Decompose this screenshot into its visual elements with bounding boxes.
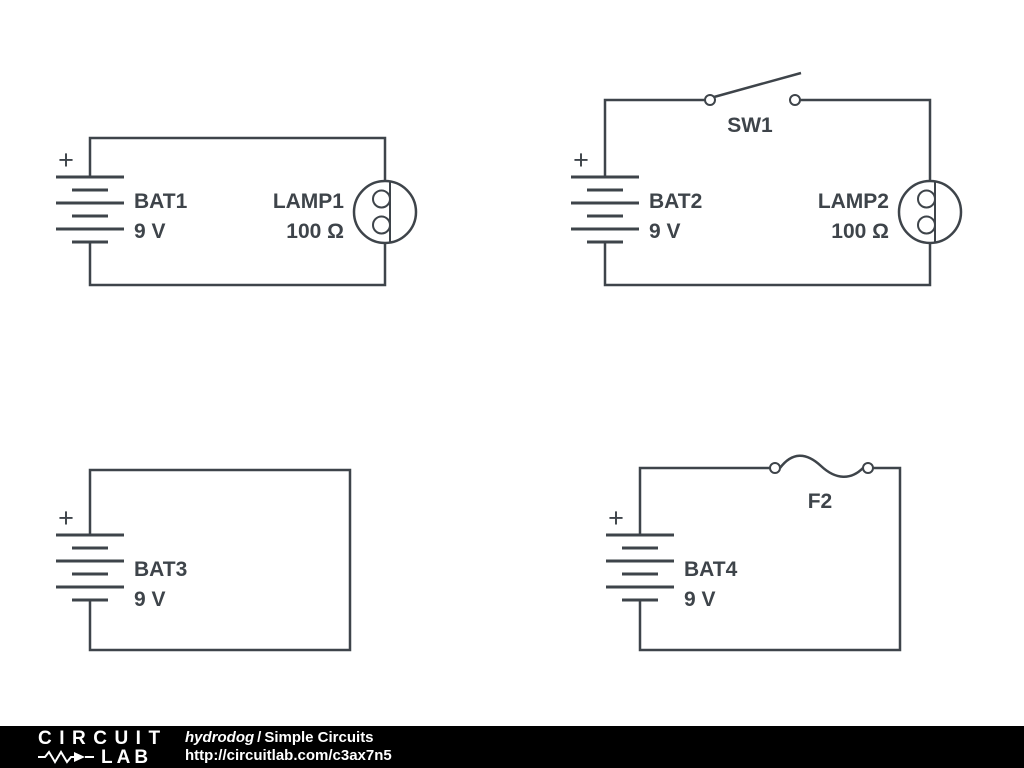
footer-bar: CIRCUIT LAB hydrodog/Simple Circuits htt… — [0, 726, 1024, 768]
resistor-icon — [38, 750, 94, 764]
battery-plates — [571, 175, 639, 244]
schematic-canvas: + BAT1 9 V LAMP1 100 Ω SW1 — [56, 71, 963, 652]
switch-terminal — [789, 94, 801, 106]
battery-plates — [56, 533, 124, 602]
battery-name-label: BAT4 — [684, 558, 738, 581]
lamp-filament-loop — [917, 189, 936, 209]
battery-value-label: 9 V — [134, 588, 166, 611]
lamp-value-label: 100 Ω — [286, 220, 344, 243]
lamp-filament-loop — [372, 189, 391, 209]
circuit-bat3: + BAT3 9 V — [56, 468, 352, 652]
author-name: hydrodog — [185, 729, 255, 746]
wire-loop — [638, 466, 902, 652]
fuse-symbol — [769, 454, 874, 478]
battery-symbol: + — [56, 145, 124, 244]
wire-loop — [88, 468, 352, 652]
battery-symbol: + — [606, 503, 674, 602]
battery-plus-sign: + — [573, 145, 589, 175]
lamp-bulb-circle — [352, 179, 418, 245]
wire-loop — [603, 98, 932, 287]
switch-terminal — [704, 94, 716, 106]
battery-plus-sign: + — [58, 503, 74, 533]
schematic-meta: hydrodog/Simple Circuits http://circuitl… — [185, 729, 392, 765]
battery-name-label: BAT3 — [134, 558, 187, 581]
fuse-terminal — [862, 462, 874, 474]
battery-name-label: BAT2 — [649, 190, 702, 213]
battery-plus-sign: + — [58, 145, 74, 175]
battery-symbol: + — [571, 145, 639, 244]
battery-plus-sign: + — [608, 503, 624, 533]
circuit-bat4-f2: F2 + BAT4 9 V — [606, 454, 902, 652]
fuse-name-label: F2 — [808, 490, 833, 513]
battery-value-label: 9 V — [684, 588, 716, 611]
lamp-name-label: LAMP1 — [273, 190, 344, 213]
battery-value-label: 9 V — [134, 220, 166, 243]
wire-loop — [88, 136, 387, 287]
circuit-bat2-sw1-lamp2: SW1 + BAT2 9 V LAMP2 100 Ω — [571, 71, 963, 287]
battery-plates — [606, 533, 674, 602]
logo-circuit-text: CIRCUIT — [38, 727, 168, 749]
separator: / — [257, 729, 262, 746]
fuse-terminal — [769, 462, 781, 474]
lamp-symbol — [897, 179, 963, 245]
battery-name-label: BAT1 — [134, 190, 188, 213]
lamp-filament-loop — [917, 215, 936, 235]
logo-lab-text: LAB — [101, 746, 153, 768]
battery-symbol: + — [56, 503, 124, 602]
lamp-symbol — [352, 179, 418, 245]
lamp-name-label: LAMP2 — [818, 190, 889, 213]
lamp-bulb-circle — [897, 179, 963, 245]
lamp-value-label: 100 Ω — [831, 220, 889, 243]
lamp-filament-loop — [372, 215, 391, 235]
circuit-bat1-lamp1: + BAT1 9 V LAMP1 100 Ω — [56, 136, 418, 287]
switch-name-label: SW1 — [727, 114, 773, 137]
fuse-wave — [779, 454, 864, 478]
battery-value-label: 9 V — [649, 220, 681, 243]
battery-plates — [56, 175, 124, 244]
switch-symbol — [704, 71, 802, 106]
switch-blade — [713, 71, 802, 99]
schematic-title: Simple Circuits — [264, 729, 374, 746]
circuitlab-logo: CIRCUIT LAB — [0, 727, 185, 768]
schematic-url: http://circuitlab.com/c3ax7n5 — [185, 747, 392, 764]
